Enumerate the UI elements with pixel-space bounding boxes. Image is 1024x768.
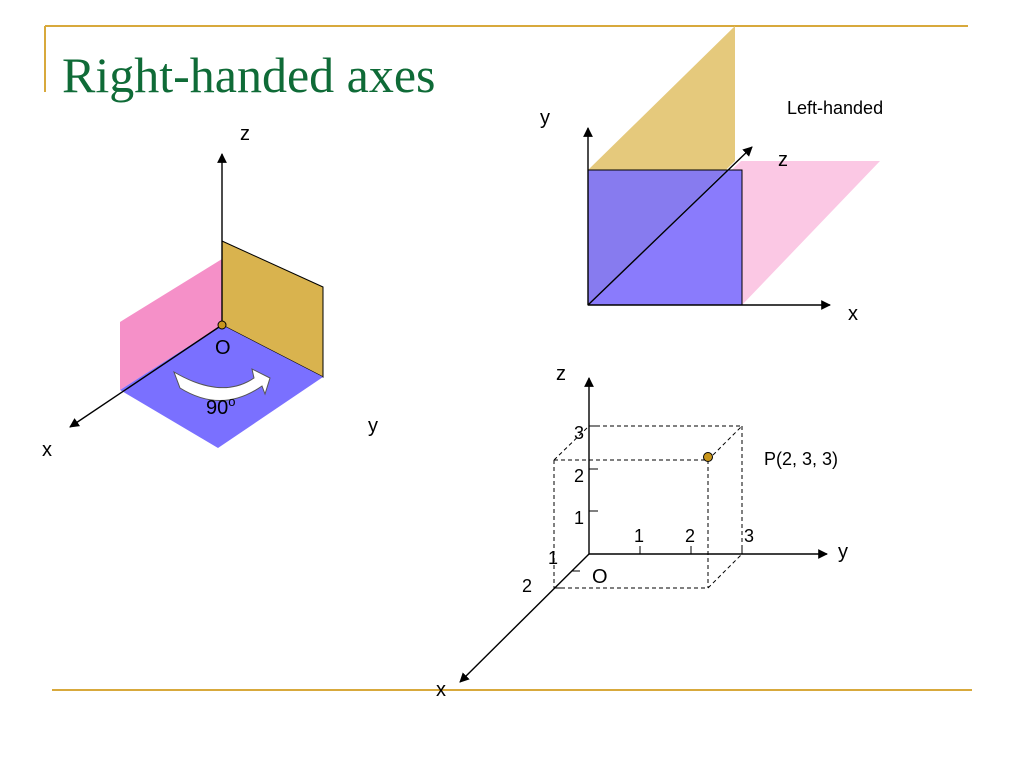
box-edge (553, 425, 590, 461)
z-tick-label: 3 (574, 423, 584, 443)
x-axis-label: x (848, 303, 858, 325)
x-axis (459, 553, 590, 683)
point-p-label: P(2, 3, 3) (764, 449, 838, 469)
y-tick-label: 3 (744, 526, 754, 546)
point-p (703, 452, 713, 462)
xy-plane (587, 169, 743, 306)
y-axis-label: y (368, 415, 378, 437)
z-axis-label: z (778, 149, 788, 171)
point-diagram: 1 2 3 1 2 3 1 2 z y x O P(2, 3, 3) (436, 363, 848, 701)
origin-label: O (592, 566, 608, 588)
left-handed-caption: Left-handed (787, 98, 883, 118)
x-axis-label: x (436, 679, 446, 701)
z-tick-label: 1 (574, 508, 584, 528)
slide-title: Right-handed axes (62, 47, 436, 103)
y-tick-label: 2 (685, 526, 695, 546)
x-tick-label: 1 (548, 548, 558, 568)
y-axis-label: y (540, 107, 550, 129)
degree-superscript: o (228, 394, 235, 409)
y-axis-label: y (838, 541, 848, 563)
z-axis-label: z (556, 363, 566, 385)
right-handed-diagram: z y x O 90o (42, 123, 378, 461)
angle-label: 90o (206, 394, 235, 419)
x-tick-label: 2 (522, 576, 532, 596)
box-edge (707, 553, 743, 589)
left-handed-diagram: Left-handed y z x (540, 26, 883, 325)
x-axis-label: x (42, 439, 52, 461)
box-edge (707, 425, 743, 461)
origin-label: O (215, 337, 231, 359)
rotation-arrow-icon (173, 368, 271, 401)
x-axis (69, 324, 223, 428)
origin-point (217, 320, 227, 330)
z-tick-label: 2 (574, 466, 584, 486)
z-axis (587, 146, 753, 306)
z-axis-label: z (240, 123, 250, 145)
xy-plane (120, 325, 323, 448)
xz-plane (120, 259, 222, 390)
y-tick-label: 1 (634, 526, 644, 546)
